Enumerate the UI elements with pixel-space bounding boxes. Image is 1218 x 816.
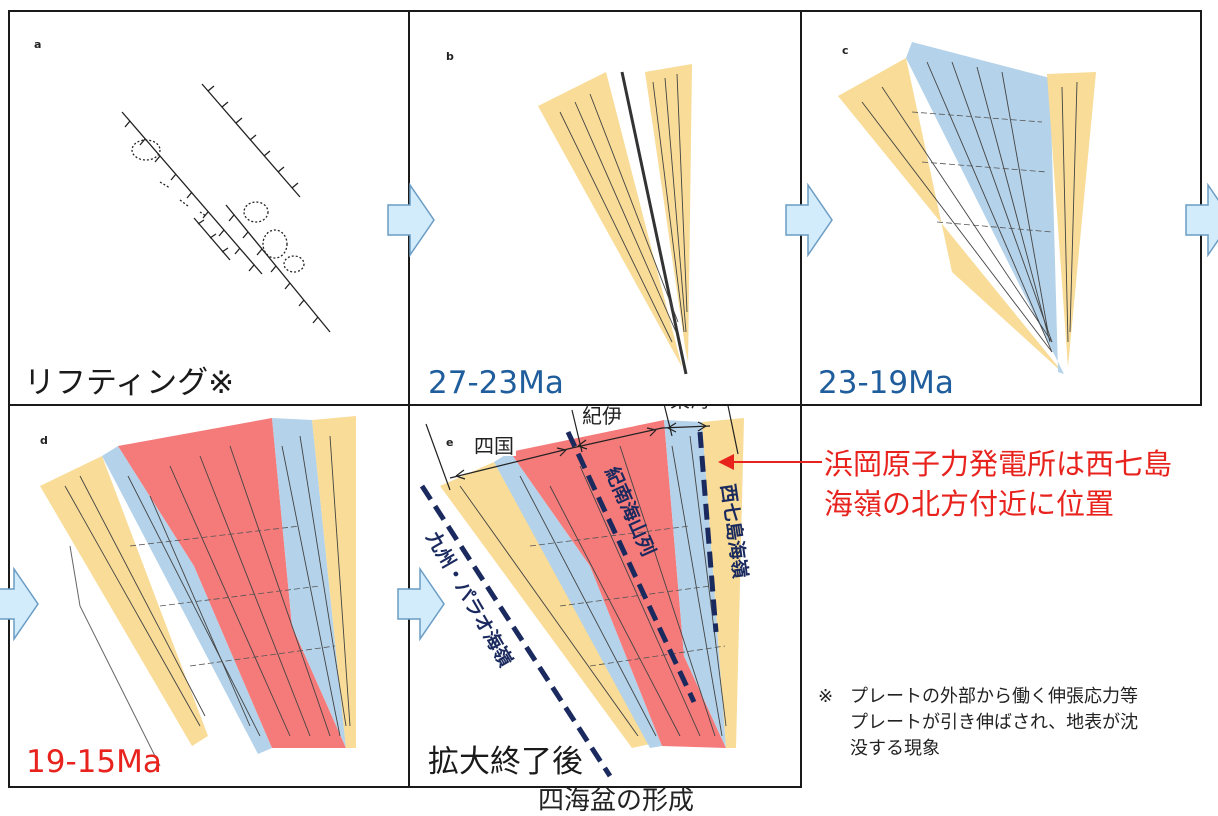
panel-d: d 19-15Ma: [8, 404, 410, 788]
arrow-right-icon: [0, 567, 39, 641]
panel-letter-a: a: [34, 38, 42, 51]
panel-b: b 27-23Ma: [408, 10, 802, 406]
panel-letter-e: e: [446, 436, 454, 449]
rift-faults-sketch: [121, 83, 331, 333]
region-label-kii: 紀伊: [580, 404, 624, 428]
arrow-right-icon: [397, 567, 445, 641]
stage-c-sketch: [838, 42, 1096, 374]
annotation-line-1: 浜岡原子力発電所は西七島: [824, 447, 1173, 481]
stage-b-sketch: [538, 64, 692, 375]
region-label-shikoku: 四国: [472, 434, 516, 458]
stage-e-sketch: [419, 406, 744, 778]
panel-label-b: 27-23Ma: [428, 365, 564, 401]
stage-d-sketch: [40, 416, 356, 767]
panel-label-e: 拡大終了後: [428, 744, 583, 780]
rifting-footnote: ※ プレートの外部から働く伸張応力等 プレートが引き伸ばされ、地表が沈 没する現…: [818, 684, 1218, 764]
annotation-line-2: 海嶺の北方付近に位置: [824, 487, 1115, 521]
arrow-right-icon: [785, 183, 833, 257]
panel-label-c: 23-19Ma: [818, 365, 954, 401]
bottom-caption: 四海盆の形成: [538, 786, 695, 816]
footnote-line-1: プレートの外部から働く伸張応力等: [850, 686, 1138, 707]
arrow-right-icon: [1185, 183, 1218, 257]
hamaoka-annotation: 浜岡原子力発電所は西七島 海嶺の北方付近に位置: [824, 444, 1172, 524]
panel-c: c 23-19Ma: [800, 10, 1202, 406]
footnote-mark: ※: [818, 686, 834, 707]
arrow-right-icon: [387, 183, 435, 257]
footnote-line-3: 没する現象: [850, 738, 940, 759]
panel-label-d: 19-15Ma: [26, 744, 162, 780]
panel-label-a: リフティング※: [24, 365, 235, 401]
panel-letter-d: d: [40, 434, 48, 447]
footnote-line-2: プレートが引き伸ばされ、地表が沈: [850, 712, 1139, 733]
panel-letter-c: c: [842, 44, 849, 57]
panel-letter-b: b: [446, 50, 454, 63]
region-label-tokai: 東海: [668, 406, 712, 410]
callout-arrow-icon: [718, 454, 822, 470]
panel-a: a リフティング※: [8, 10, 410, 406]
panel-e: e 四国 紀伊 東海 九州: [408, 404, 802, 788]
